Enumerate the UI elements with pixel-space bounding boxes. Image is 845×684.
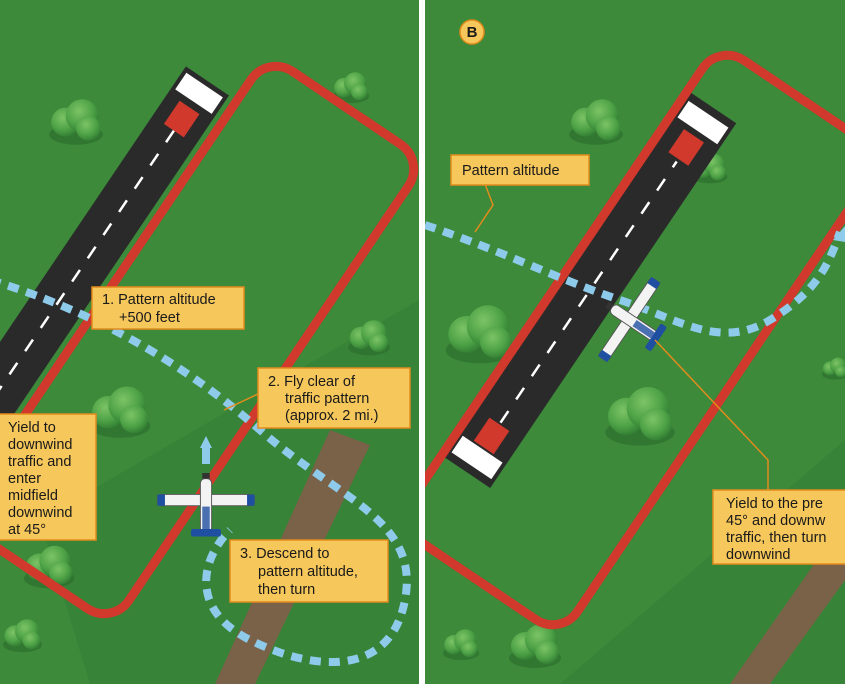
callout-text: pattern altitude, bbox=[258, 564, 358, 580]
svg-text:1. Pattern altitude: 1. Pattern altitude bbox=[102, 292, 216, 308]
runway-a bbox=[0, 66, 229, 444]
callout-text: 1. Pattern altitude bbox=[102, 292, 216, 308]
callout-text: 45° and downw bbox=[726, 513, 826, 529]
badge-label: B bbox=[467, 24, 478, 41]
callout-text: 2. Fly clear of bbox=[268, 374, 356, 390]
panel-a: 1. Pattern altitude +500 feet 2. Fly cle… bbox=[0, 0, 419, 684]
callout-text: (approx. 2 mi.) bbox=[285, 408, 378, 424]
callout-text: traffic, then turn bbox=[726, 530, 826, 546]
callout-text: Pattern altitude bbox=[462, 163, 560, 179]
svg-text:2. Fly clear of: 2. Fly clear of bbox=[268, 374, 356, 390]
callout-text: enter bbox=[8, 471, 41, 487]
callout-text: traffic pattern bbox=[285, 391, 369, 407]
callout-text: Yield to the pre bbox=[726, 496, 823, 512]
svg-text:+500 feet: +500 feet bbox=[119, 310, 180, 326]
svg-text:traffic and: traffic and bbox=[8, 454, 71, 470]
route-path-a bbox=[0, 278, 411, 667]
panel-divider bbox=[419, 0, 425, 684]
callout-step-3: 3. Descend to pattern altitude, then tur… bbox=[229, 539, 389, 603]
callout-text: downwind bbox=[8, 505, 73, 521]
callout-text: midfield bbox=[8, 488, 58, 504]
callout-text: traffic and bbox=[8, 454, 71, 470]
svg-text:pattern altitude,: pattern altitude, bbox=[258, 564, 358, 580]
callout-text: +500 feet bbox=[119, 310, 180, 326]
callout-step-2: 2. Fly clear of traffic pattern (approx.… bbox=[257, 367, 411, 429]
panel-b-badge: B bbox=[459, 19, 485, 45]
callout-text: downwind bbox=[8, 437, 73, 453]
route-path-b bbox=[425, 221, 844, 337]
callout-text: downwind bbox=[726, 547, 791, 563]
callout-text: 3. Descend to bbox=[240, 546, 329, 562]
svg-text:Yield to: Yield to bbox=[8, 420, 56, 436]
svg-text:45° and downw: 45° and downw bbox=[726, 513, 826, 529]
callout-step-1: 1. Pattern altitude +500 feet bbox=[91, 286, 245, 330]
callout-pattern-altitude: Pattern altitude bbox=[450, 154, 590, 186]
svg-text:downwind: downwind bbox=[8, 505, 73, 521]
traffic-pattern-b bbox=[425, 50, 845, 630]
callout-text: then turn bbox=[258, 582, 315, 598]
svg-text:midfield: midfield bbox=[8, 488, 58, 504]
callout-yield-b: Yield to the pre 45° and downw traffic, … bbox=[712, 489, 845, 565]
svg-text:Yield to the pre: Yield to the pre bbox=[726, 496, 823, 512]
svg-text:at 45°: at 45° bbox=[8, 522, 46, 538]
callout-text: Yield to bbox=[8, 420, 56, 436]
svg-text:enter: enter bbox=[8, 471, 41, 487]
callout-yield-a: Yield to downwind traffic and enter midf… bbox=[0, 413, 97, 541]
svg-text:downwind: downwind bbox=[8, 437, 73, 453]
svg-text:traffic, then turn: traffic, then turn bbox=[726, 530, 826, 546]
svg-text:(approx. 2 mi.): (approx. 2 mi.) bbox=[285, 408, 378, 424]
svg-text:downwind: downwind bbox=[726, 547, 791, 563]
svg-text:then turn: then turn bbox=[258, 582, 315, 598]
svg-text:traffic pattern: traffic pattern bbox=[285, 391, 369, 407]
svg-text:Pattern altitude: Pattern altitude bbox=[462, 163, 560, 179]
svg-text:3. Descend to: 3. Descend to bbox=[240, 546, 329, 562]
panel-b: B Pattern altitude Yield to the pre 45° … bbox=[425, 0, 845, 684]
callout-text: at 45° bbox=[8, 522, 46, 538]
